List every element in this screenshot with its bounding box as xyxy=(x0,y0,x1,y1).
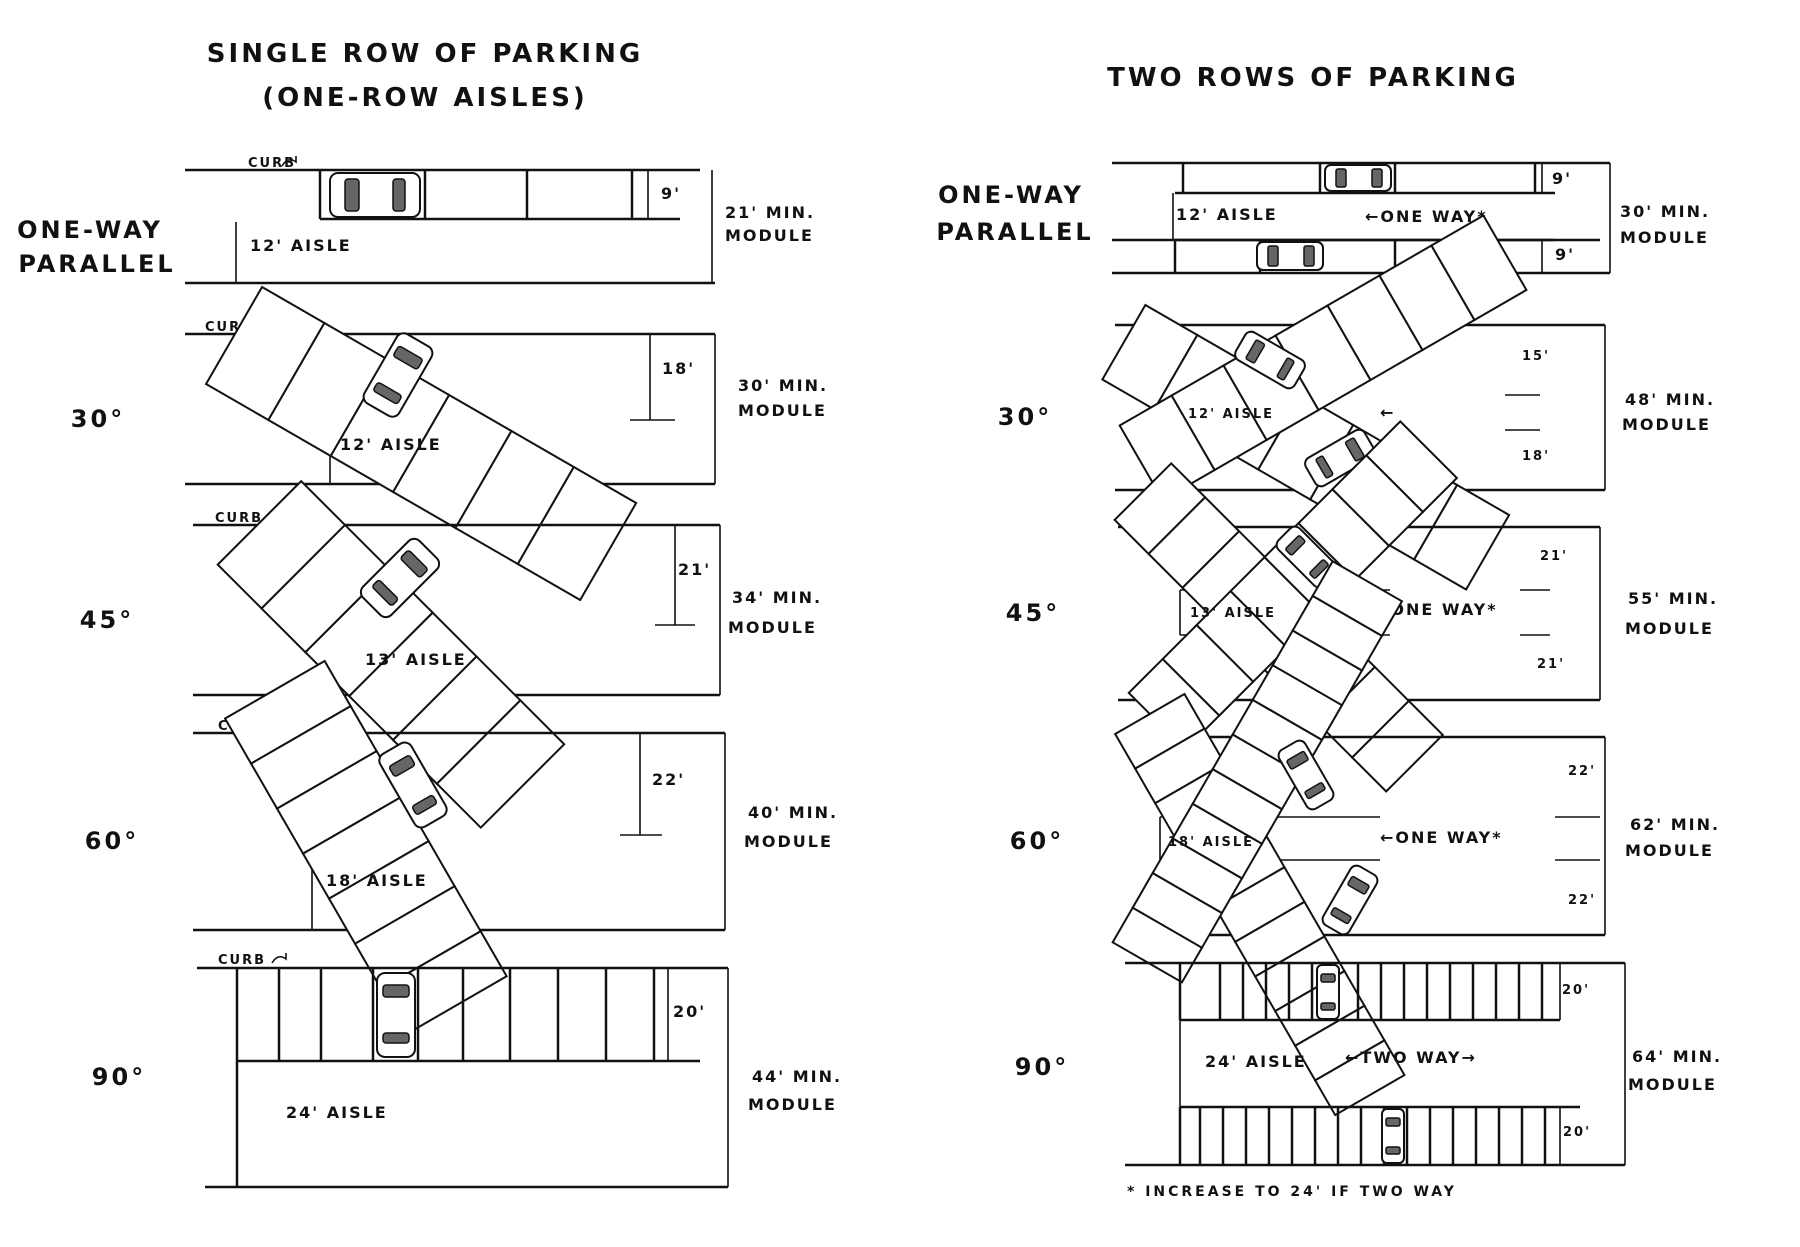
car-icon xyxy=(376,972,416,1058)
label-30-right: 30° xyxy=(998,403,1052,431)
label-45-left: 45° xyxy=(80,606,134,634)
car-icon xyxy=(1316,964,1340,1020)
label-parallel-right-2: PARALLEL xyxy=(936,218,1093,246)
double-45-aisle: 13' AISLE xyxy=(1190,606,1276,621)
double-60-stall-top: 22' xyxy=(1568,764,1596,779)
car-icon xyxy=(1277,739,1335,811)
single-60-module-1: 40' MIN. xyxy=(748,803,838,822)
single-parallel-module-2: MODULE xyxy=(725,226,814,245)
single-60-aisle: 18' AISLE xyxy=(326,871,428,890)
single-30-module-1: 30' MIN. xyxy=(738,376,828,395)
double-45-stall-bottom: 21' xyxy=(1537,657,1565,672)
double-45-stall-top: 21' xyxy=(1540,549,1568,564)
double-90-module-2: MODULE xyxy=(1628,1075,1717,1094)
single-45-module-1: 34' MIN. xyxy=(732,588,822,607)
single-90-aisle: 24' AISLE xyxy=(286,1103,388,1122)
double-parallel-aisle: 12' AISLE xyxy=(1176,205,1278,224)
car-icon xyxy=(359,537,441,619)
heading-single-row-subtitle: (ONE-ROW AISLES) xyxy=(262,83,588,113)
heading-single-row: SINGLE ROW OF PARKING xyxy=(207,39,643,69)
curb-label-90: CURB xyxy=(218,953,266,968)
single-30-aisle: 12' AISLE xyxy=(340,435,442,454)
single-45-module-2: MODULE xyxy=(728,618,817,637)
double-parallel-stall-bottom: 9' xyxy=(1555,245,1575,264)
car-icon xyxy=(1256,241,1324,271)
single-90-layout xyxy=(197,966,729,1189)
single-60-stall-dim: 22' xyxy=(652,770,685,789)
double-60-module-1: 62' MIN. xyxy=(1630,815,1720,834)
curb-label-45: CURB xyxy=(215,511,263,526)
car-icon xyxy=(362,332,434,418)
double-45-direction: ←ONE WAY* xyxy=(1375,600,1498,619)
single-parallel-stall-dim: 9' xyxy=(661,184,681,203)
label-60-left: 60° xyxy=(85,827,139,855)
single-60-module-2: MODULE xyxy=(744,832,833,851)
single-parallel-aisle: 12' AISLE xyxy=(250,236,352,255)
double-60-direction: ←ONE WAY* xyxy=(1380,828,1503,847)
car-icon xyxy=(1304,428,1376,488)
double-90-bottom-dividers xyxy=(1198,1107,1547,1165)
heading-two-rows: TWO ROWS OF PARKING xyxy=(1107,63,1519,93)
double-30-stall-bottom: 18' xyxy=(1522,449,1550,464)
car-icon xyxy=(1321,864,1379,936)
double-parallel-module-2: MODULE xyxy=(1620,228,1709,247)
double-30-aisle: 12' AISLE xyxy=(1188,407,1274,422)
double-parallel-direction: ←ONE WAY* xyxy=(1365,207,1488,226)
label-30-left: 30° xyxy=(71,405,125,433)
double-parallel-module-1: 30' MIN. xyxy=(1620,202,1710,221)
double-60-bottom-stalls xyxy=(1111,559,1404,984)
single-45-stall-dim: 21' xyxy=(678,560,711,579)
single-30-stall-dim: 18' xyxy=(662,359,695,378)
single-45-aisle: 13' AISLE xyxy=(365,650,467,669)
label-60-right: 60° xyxy=(1010,827,1064,855)
label-parallel-left-2: PARALLEL xyxy=(18,250,175,278)
double-45-module-2: MODULE xyxy=(1625,619,1714,638)
footnote: * INCREASE TO 24' IF TWO WAY xyxy=(1127,1184,1457,1200)
double-90-module-1: 64' MIN. xyxy=(1632,1047,1722,1066)
label-90-right: 90° xyxy=(1015,1053,1069,1081)
single-30-stalls xyxy=(204,285,638,602)
double-45-module-1: 55' MIN. xyxy=(1628,589,1718,608)
single-90-module-2: MODULE xyxy=(748,1095,837,1114)
double-90-aisle: 24' AISLE xyxy=(1205,1052,1307,1071)
curb-label-parallel: CURB xyxy=(248,156,296,171)
label-90-left: 90° xyxy=(92,1063,146,1091)
double-90-direction: ←TWO WAY→ xyxy=(1345,1048,1477,1067)
label-45-right: 45° xyxy=(1006,599,1060,627)
label-parallel-right-1: ONE-WAY xyxy=(938,181,1084,209)
single-90-stall-dim: 20' xyxy=(673,1002,706,1021)
double-30-module-2: MODULE xyxy=(1622,415,1711,434)
double-30-stall-top: 15' xyxy=(1522,349,1550,364)
double-60-stall-bottom: 22' xyxy=(1568,893,1596,908)
double-30-direction: ← xyxy=(1380,403,1395,422)
label-parallel-left-1: ONE-WAY xyxy=(17,216,163,244)
car-icon xyxy=(1234,330,1306,390)
single-parallel-module-1: 21' MIN. xyxy=(725,203,815,222)
car-icon xyxy=(1324,164,1392,192)
double-30-bottom-stalls xyxy=(1118,214,1528,502)
double-90-stall-top: 20' xyxy=(1562,983,1590,998)
double-90-stall-bottom: 20' xyxy=(1563,1125,1591,1140)
single-parallel-layout xyxy=(185,168,715,285)
double-30-module-1: 48' MIN. xyxy=(1625,390,1715,409)
car-icon xyxy=(378,741,448,829)
car-icon xyxy=(329,172,421,218)
double-60-module-2: MODULE xyxy=(1625,841,1714,860)
single-90-module-1: 44' MIN. xyxy=(752,1067,842,1086)
single-60-stalls xyxy=(223,659,509,1036)
double-60-aisle: 18' AISLE xyxy=(1168,835,1254,850)
double-parallel-stall-top: 9' xyxy=(1552,169,1572,188)
single-30-module-2: MODULE xyxy=(738,401,827,420)
car-icon xyxy=(1381,1108,1405,1164)
